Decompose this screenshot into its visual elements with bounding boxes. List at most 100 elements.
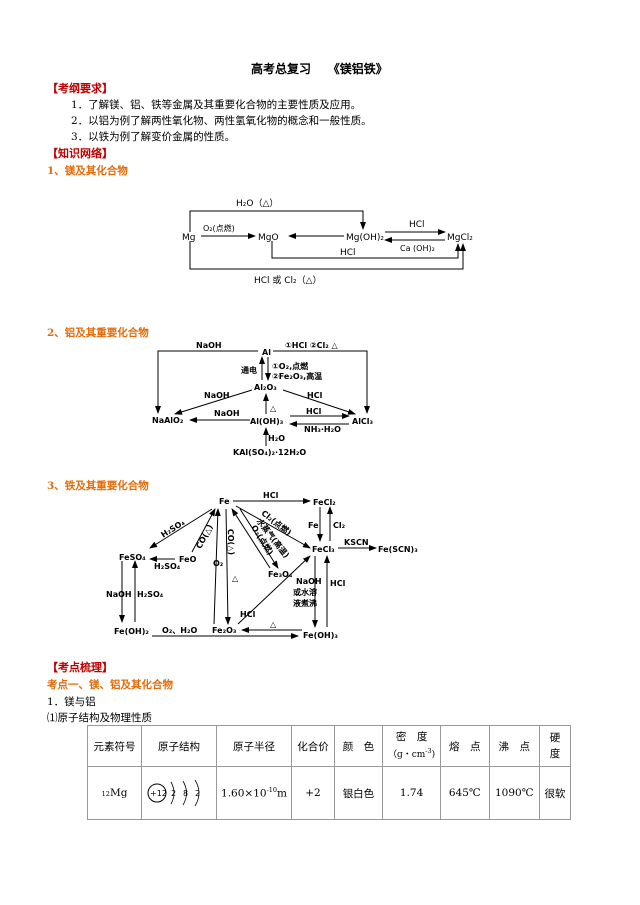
fe-label: Fe: [219, 497, 230, 506]
fe-o2v: O₂: [213, 559, 224, 568]
al-top-right: ①HCl ②Cl₂ △: [285, 341, 339, 350]
al-label: Al: [262, 348, 271, 357]
fe-naoh-r1: NaOH: [296, 577, 322, 586]
cell-symbol: 12Mg: [86, 766, 143, 820]
fe-h2so4-up: H₂SO₄: [159, 518, 186, 540]
feso4-label: FeSO₄: [119, 553, 146, 562]
cell-density: 1.74: [382, 766, 442, 820]
aloh3-label: Al(OH)₃: [250, 417, 284, 426]
requirement-2: 2．以铝为例了解两性氧化物、两性氢氧化物的概念和一般性质。: [71, 115, 372, 127]
hcl-condition-1: HCl: [409, 220, 425, 230]
paragraph-mg-al: 1．镁与铝: [47, 696, 96, 708]
radius-unit: m: [277, 787, 288, 800]
fe-naoh-r3: 液煮沸: [293, 598, 317, 608]
header-density-name: 密 度: [395, 731, 428, 743]
o2-condition: O₂(点燃): [203, 223, 235, 233]
alum-label: KAl(SO₄)₂·12H₂O: [233, 448, 306, 457]
nucleus-charge: +12: [150, 789, 167, 798]
fecl3-label: FeCl₃: [312, 545, 335, 554]
knowledge-network-heading: 【知识网络】: [47, 147, 113, 160]
shell-2: 8: [183, 789, 188, 798]
al2o3-label: Al₂O₃: [254, 383, 277, 392]
fe-hcl-top: HCl: [263, 491, 279, 500]
hcl-or-cl2-condition: HCl 或 Cl₂（△）: [254, 274, 322, 286]
header-hardness: 硬 度: [538, 725, 572, 767]
header-hardness-2: 度: [549, 748, 561, 760]
mgoh2-label: Mg(OH)₂: [346, 233, 384, 243]
header-density: 密 度 （g・cm-3): [382, 725, 442, 767]
al-nh3: NH₃·H₂O: [304, 425, 341, 434]
radius-mantissa: 1.60×10: [221, 787, 267, 800]
naalo2-label: NaAlO₂: [152, 416, 184, 425]
header-hardness-1: 硬: [549, 732, 561, 744]
fe-co1: CO(△): [194, 523, 214, 550]
cl2-side: Cl₂: [333, 521, 346, 530]
cell-color: 银白色: [333, 766, 384, 820]
element-symbol: Mg: [109, 787, 128, 799]
header-melting: 熔 点: [440, 725, 490, 767]
radius-exponent: -10: [266, 786, 278, 795]
cell-structure: +12 2 8 2: [141, 766, 217, 820]
al-naoh-mid: NaOH: [204, 391, 230, 400]
shell-3: 2: [195, 789, 200, 798]
hcl-condition-2: HCl: [340, 248, 356, 258]
fe3o4-label: Fe₃O₄: [268, 570, 293, 579]
fe-hcl-diag: HCl: [240, 610, 256, 619]
header-color: 颜 色: [333, 725, 384, 767]
caoh2-condition: Ca (OH)₂: [400, 244, 435, 253]
feo-label: FeO: [179, 555, 197, 564]
fe-tri1: △: [232, 574, 239, 583]
atomic-number: 12: [101, 790, 110, 798]
atomic-structure-diagram: +12 2 8 2: [147, 779, 200, 807]
key-point-1: 考点一、镁、铝及其化合物: [47, 679, 173, 691]
cell-valence: +2: [291, 766, 335, 820]
requirement-3: 3．以铁为例了解变价金属的性质。: [71, 131, 236, 143]
table-row: 12Mg +12 2 8 2 1.60×10-10m +2 银白色 1.74 6…: [86, 766, 572, 820]
alcl3-label: AlCl₃: [352, 417, 374, 426]
al-naoh-low: NaOH: [214, 409, 240, 418]
section-fe-heading: 3、铁及其重要化合物: [47, 480, 149, 492]
fe-side: Fe: [308, 521, 319, 530]
header-valence: 化合价: [291, 725, 335, 767]
fe-hcl-r: HCl: [330, 579, 346, 588]
fe-o2h2o: O₂、H₂O: [162, 626, 198, 635]
al-tongdian: 通电: [241, 365, 257, 375]
al-naoh-top: NaOH: [196, 341, 222, 350]
properties-table: 元素符号 原子结构 原子半径 化合价 颜 色 密 度 （g・cm-3) 熔 点 …: [86, 725, 572, 820]
cell-hardness: 很软: [538, 766, 572, 820]
fe-naoh-r2: 或水溶: [293, 587, 317, 597]
header-density-unit: （g・cm-3): [387, 747, 436, 760]
header-radius: 原子半径: [215, 725, 293, 767]
kscn-label: KSCN: [344, 538, 369, 547]
cell-melting: 645℃: [440, 766, 490, 820]
review-heading: 【考点梳理】: [47, 661, 113, 674]
fe2o3-label: Fe₂O₃: [212, 626, 237, 635]
feoh2-label: Fe(OH)₂: [114, 627, 149, 636]
header-structure: 原子结构: [141, 725, 217, 767]
mg-label: Mg: [182, 233, 195, 243]
cell-boiling: 1090℃: [488, 766, 540, 820]
al-hcl-mid: HCl: [307, 391, 323, 400]
fe-h2so4-l: H₂SO₄: [137, 590, 164, 599]
header-density-exp: -3: [425, 747, 432, 755]
cell-radius: 1.60×10-10m: [215, 766, 293, 820]
al-hcl-low: HCl: [306, 407, 322, 416]
mgo-label: MgO: [258, 233, 279, 243]
exam-requirements-heading: 【考纲要求】: [47, 82, 113, 95]
al-tri: △: [270, 404, 277, 413]
al-cond-2: ②Fe₂O₃,高温: [272, 371, 322, 381]
al-h2o: H₂O: [268, 434, 285, 443]
table-header-row: 元素符号 原子结构 原子半径 化合价 颜 色 密 度 （g・cm-3) 熔 点 …: [86, 725, 572, 767]
h2o-condition: H₂O（△）: [236, 198, 278, 209]
fescn3-label: Fe(SCN)₃: [378, 545, 418, 554]
header-boiling: 沸 点: [488, 725, 540, 767]
feoh3-label: Fe(OH)₃: [303, 631, 338, 640]
shell-1: 2: [171, 789, 176, 798]
section-al-heading: 2、铝及其重要化合物: [47, 327, 149, 339]
header-density-unit-text: （g・cm: [387, 750, 426, 760]
fe-h2so4: H₂SO₄: [154, 562, 181, 571]
section-mg-heading: 1、镁及其化合物: [47, 165, 128, 177]
